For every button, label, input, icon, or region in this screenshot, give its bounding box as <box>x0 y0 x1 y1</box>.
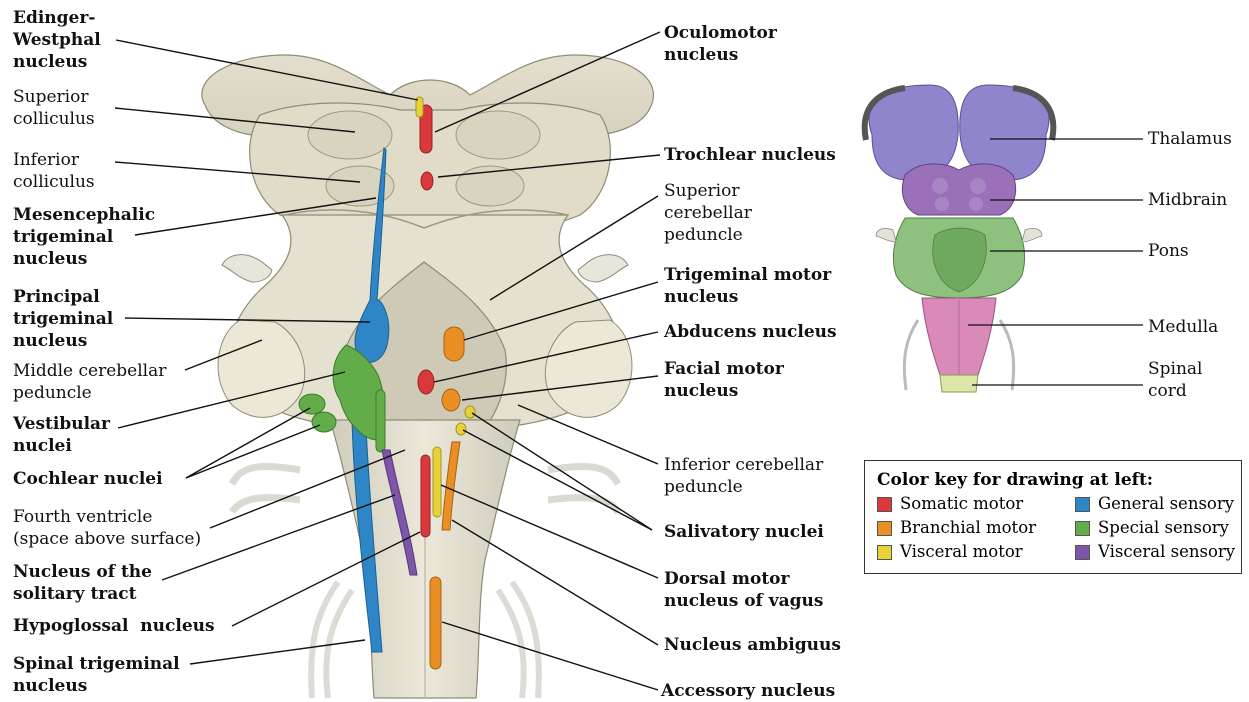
color-key-label: General sensory <box>1098 493 1234 515</box>
label-trochlear-nucleus: Trochlear nucleus <box>664 144 836 166</box>
label-superior-colliculus: Superior colliculus <box>13 86 95 130</box>
color-key: Color key for drawing at left: Somatic m… <box>864 460 1242 574</box>
label-midbrain: Midbrain <box>1148 189 1227 211</box>
label-hypoglossal-nucleus: Hypoglossal nucleus <box>13 615 215 637</box>
special-sensory-column <box>376 390 385 452</box>
label-spinal-trigeminal-nucleus: Spinal trigeminal nucleus <box>13 653 180 697</box>
color-key-label: Somatic motor <box>900 493 1023 515</box>
color-key-item: Visceral motor <box>877 541 1075 563</box>
label-vestibular-nuclei: Vestibular nuclei <box>13 413 110 457</box>
label-thalamus: Thalamus <box>1148 128 1232 150</box>
hypoglossal-nucleus <box>421 455 430 537</box>
accessory-nucleus <box>430 577 441 669</box>
dorsal-motor-nucleus-vagus <box>433 447 441 517</box>
color-key-item: Branchial motor <box>877 517 1075 539</box>
color-key-label: Visceral sensory <box>1098 541 1235 563</box>
cochlear-nucleus-dorsal <box>299 394 325 414</box>
label-spinal-cord: Spinal cord <box>1148 358 1203 402</box>
label-accessory-nucleus: Accessory nucleus <box>661 680 835 702</box>
color-key-label: Branchial motor <box>900 517 1036 539</box>
color-swatch <box>877 497 892 512</box>
label-nucleus-solitary-tract: Nucleus of the solitary tract <box>13 561 152 605</box>
label-inferior-cerebellar-peduncle: Inferior cerebellar peduncle <box>664 454 823 498</box>
color-key-item: Visceral sensory <box>1075 541 1245 563</box>
label-principal-trigeminal-nucleus: Principal trigeminal nucleus <box>13 286 113 352</box>
label-inferior-colliculus: Inferior colliculus <box>13 149 95 193</box>
label-edinger-westphal-nucleus: Edinger- Westphal nucleus <box>13 7 101 73</box>
color-key-item: Somatic motor <box>877 493 1075 515</box>
label-mesencephalic-trigeminal-nucleus: Mesencephalic trigeminal nucleus <box>13 204 155 270</box>
color-swatch <box>1075 497 1090 512</box>
color-key-item: Special sensory <box>1075 517 1245 539</box>
label-cochlear-nuclei: Cochlear nuclei <box>13 468 163 490</box>
color-swatch <box>877 521 892 536</box>
label-trigeminal-motor-nucleus: Trigeminal motor nucleus <box>664 264 831 308</box>
inferior-salivatory-nucleus <box>456 423 466 435</box>
label-pons: Pons <box>1148 240 1189 262</box>
label-dorsal-motor-nucleus-vagus: Dorsal motor nucleus of vagus <box>664 568 823 612</box>
color-key-label: Special sensory <box>1098 517 1229 539</box>
color-swatch <box>1075 521 1090 536</box>
color-key-item: General sensory <box>1075 493 1245 515</box>
label-oculomotor-nucleus: Oculomotor nucleus <box>664 22 777 66</box>
color-key-title: Color key for drawing at left: <box>877 469 1229 491</box>
facial-motor-nucleus <box>442 389 460 411</box>
label-salivatory-nuclei: Salivatory nuclei <box>664 521 824 543</box>
inset-brainstem <box>865 85 1143 392</box>
label-facial-motor-nucleus: Facial motor nucleus <box>664 358 784 402</box>
label-nucleus-ambiguus: Nucleus ambiguus <box>664 634 841 656</box>
trigeminal-motor-nucleus <box>444 327 464 361</box>
superior-salivatory-nucleus <box>465 406 475 418</box>
abducens-nucleus <box>418 370 434 394</box>
cochlear-nucleus-ventral <box>312 412 336 432</box>
color-swatch <box>877 545 892 560</box>
color-key-label: Visceral motor <box>900 541 1023 563</box>
label-abducens-nucleus: Abducens nucleus <box>664 321 837 343</box>
label-fourth-ventricle: Fourth ventricle (space above surface) <box>13 506 201 550</box>
label-medulla: Medulla <box>1148 316 1218 338</box>
trochlear-nucleus <box>421 172 433 190</box>
label-middle-cerebellar-peduncle: Middle cerebellar peduncle <box>13 360 166 404</box>
label-superior-cerebellar-peduncle: Superior cerebellar peduncle <box>664 180 752 246</box>
color-swatch <box>1075 545 1090 560</box>
